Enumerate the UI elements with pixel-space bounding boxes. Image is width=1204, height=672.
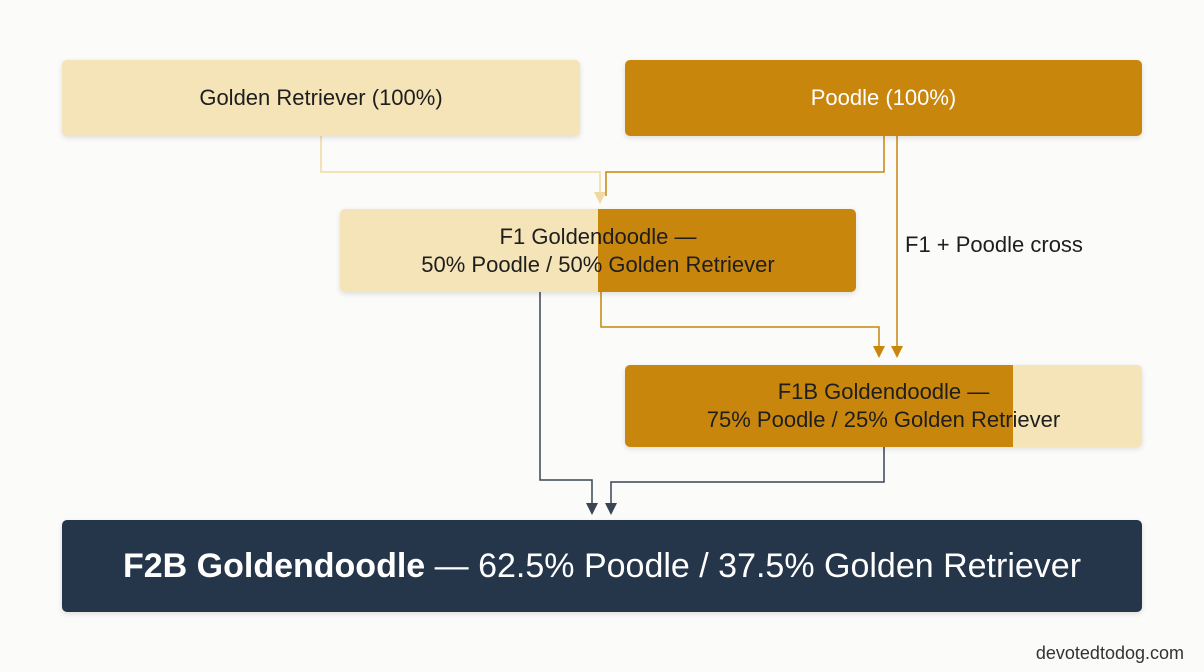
edge-poodle-to-f1	[605, 136, 885, 196]
watermark: devotedtodog.com	[1035, 643, 1184, 663]
f1-goldendoodle-node: F1 Goldendoodle — 50% Poodle / 50% Golde…	[340, 209, 856, 292]
f1b-poodle-share	[625, 365, 1013, 447]
f1b-goldendoodle-node: F1B Goldendoodle — 75% Poodle / 25% Gold…	[625, 365, 1142, 447]
f1-golden-share	[340, 209, 598, 292]
edge-f1-to-f2b	[539, 292, 593, 505]
f1b-title: F1B Goldendoodle —	[777, 379, 990, 404]
f1b-golden-share	[1012, 365, 1142, 447]
f1b-composition: 75% Poodle / 25% Golden Retriever	[706, 407, 1061, 432]
edge-golden-to-f1	[320, 136, 601, 196]
f1-title: F1 Goldendoodle —	[499, 223, 697, 249]
f2b-title: F2B Goldendoodle	[122, 546, 426, 585]
poodle-node: Poodle (100%)	[625, 60, 1142, 136]
edge-f1b-to-f2b	[610, 447, 885, 505]
poodle-label: Poodle (100%)	[810, 85, 957, 110]
golden-retriever-label: Golden Retriever (100%)	[199, 85, 443, 110]
f2b-composition: — 62.5% Poodle / 37.5% Golden Retriever	[425, 546, 1082, 585]
f1-composition: 50% Poodle / 50% Golden Retriever	[421, 251, 775, 277]
golden-retriever-node: Golden Retriever (100%)	[62, 60, 580, 136]
f2b-goldendoodle-node: F2B Goldendoodle — 62.5% Poodle / 37.5% …	[62, 520, 1142, 612]
f1-poodle-cross-label: F1 + Poodle cross	[905, 232, 1083, 257]
f1-poodle-share	[598, 209, 856, 292]
edge-f1-to-f1b	[600, 292, 880, 348]
